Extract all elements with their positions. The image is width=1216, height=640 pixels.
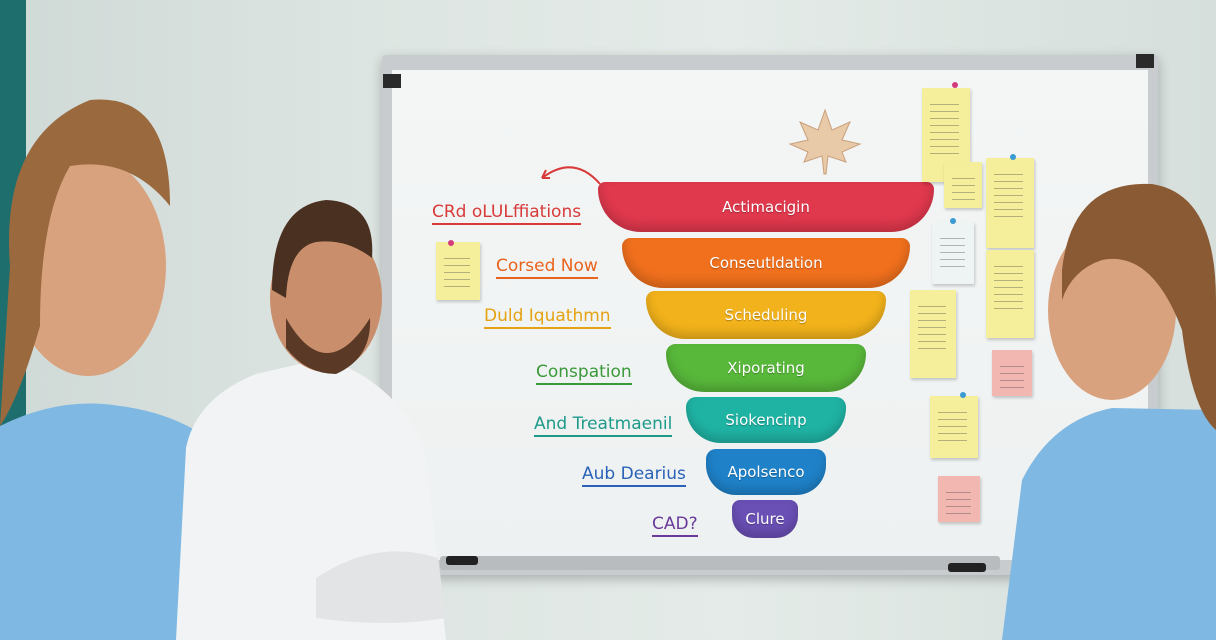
funnel-stage-label: Siokencinp — [725, 411, 807, 429]
pin-icon — [448, 240, 454, 246]
board-label: Corsed Now — [496, 256, 598, 279]
board-label: CRd oLULffiations — [432, 202, 582, 225]
arrow-icon — [541, 166, 601, 185]
funnel-stage-label: Conseutldation — [709, 254, 823, 272]
funnel-stage: Clure — [732, 500, 798, 538]
sticky-note — [932, 222, 974, 284]
pin-icon — [960, 392, 966, 398]
funnel-stage: Scheduling — [646, 291, 886, 339]
doctor-center — [176, 200, 446, 640]
sticky-note — [938, 476, 980, 522]
board-corner-left — [383, 74, 401, 88]
funnel-stage-label: Actimacigin — [722, 198, 810, 216]
nurse-right — [1002, 183, 1216, 640]
sticky-note — [930, 396, 978, 458]
board-label: Conspation — [536, 362, 632, 385]
pin-icon — [950, 218, 956, 224]
funnel-stage: Apolsenco — [706, 449, 826, 495]
funnel-stage: Xiporating — [666, 344, 866, 392]
board-label: And Treatmaenil — [534, 414, 673, 437]
maple-leaf-icon — [788, 108, 862, 175]
pin-icon — [952, 82, 958, 88]
board-label: Duld Iquathmn — [484, 306, 611, 329]
sticky-note — [944, 162, 982, 208]
sticky-note — [986, 250, 1034, 338]
funnel-stage-label: Scheduling — [724, 306, 808, 324]
board-corner-right — [1136, 54, 1154, 68]
pin-icon — [1010, 154, 1016, 160]
board-label: CAD? — [652, 514, 698, 537]
sticky-note — [436, 242, 480, 300]
funnel-stage: Siokencinp — [686, 397, 846, 443]
sticky-note — [992, 350, 1032, 396]
funnel-stage-label: Apolsenco — [727, 463, 805, 481]
funnel-stage-label: Xiporating — [727, 359, 805, 377]
funnel-stage-label: Clure — [745, 510, 785, 528]
funnel-stage: Actimacigin — [598, 182, 934, 232]
board-label: Aub Dearius — [582, 464, 686, 487]
sticky-note — [986, 158, 1034, 248]
marker — [446, 556, 478, 565]
sticky-note — [910, 290, 956, 378]
marker — [948, 563, 986, 572]
marker-tray — [440, 556, 1000, 570]
funnel-stage: Conseutldation — [622, 238, 910, 288]
